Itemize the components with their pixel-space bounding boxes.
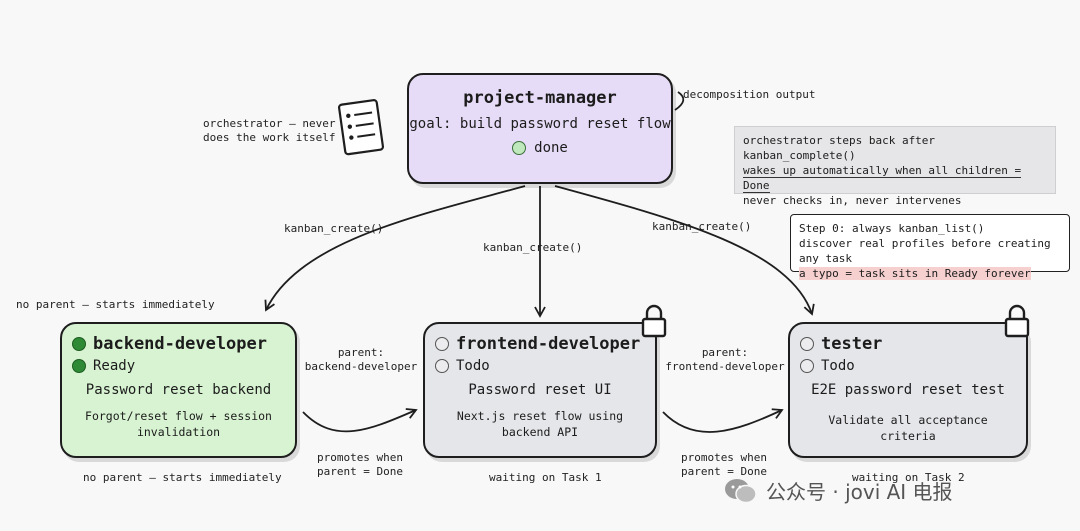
frontend-parent-label: parent: backend-developer <box>304 346 418 373</box>
todo-indicator-icon <box>800 337 814 351</box>
watermark: 公众号 · jovi AI 电报 <box>724 476 953 505</box>
todo-indicator-icon <box>435 337 449 351</box>
backend-top-note: no parent — starts immediately <box>16 298 215 311</box>
project-manager-card: project-manager goal: build password res… <box>407 73 673 184</box>
watermark-text: 公众号 · jovi AI 电报 <box>766 480 953 504</box>
orchestrator-note: orchestrator steps back after kanban_com… <box>734 126 1056 207</box>
backend-status: Ready <box>93 358 136 374</box>
status-done-icon <box>512 141 527 155</box>
tester-waiting-label: waiting on Task 2 <box>852 471 965 484</box>
lock-icon <box>1004 304 1030 338</box>
arrow-pm-to-backend <box>264 185 526 312</box>
lock-icon <box>641 304 667 338</box>
wechat-icon <box>725 478 757 503</box>
frontend-promote-label: promotes when parent = Done <box>316 451 404 478</box>
frontend-task: Password reset UI <box>468 382 612 398</box>
ready-indicator-icon <box>72 337 86 351</box>
todo-status-icon <box>800 359 814 373</box>
backend-desc: Forgot/reset flow + session invalidation <box>85 409 272 439</box>
tester-desc: Validate all acceptance criteria <box>828 413 988 443</box>
todo-status-icon <box>435 359 449 373</box>
tester-title: tester <box>821 334 883 354</box>
arrow-backend-to-frontend <box>302 408 418 433</box>
step-zero-note: Step 0: always kanban_list() discover re… <box>790 214 1070 280</box>
backend-developer-card: backend-developer Ready Password reset b… <box>60 322 297 458</box>
ready-status-icon <box>72 359 86 373</box>
backend-task: Password reset backend <box>85 382 272 398</box>
tester-promote-label: promotes when parent = Done <box>680 451 768 478</box>
arrow-pm-to-tester <box>554 185 815 316</box>
kanban-create-left-label: kanban_create() <box>284 222 384 235</box>
backend-bottom-note: no parent — starts immediately <box>83 471 282 484</box>
arrow-pm-output <box>674 91 685 111</box>
tester-parent-label: parent: frontend-developer <box>665 346 785 373</box>
tester-task: E2E password reset test <box>811 382 1005 398</box>
arrow-frontend-to-tester <box>662 408 784 433</box>
frontend-developer-card: frontend-developer Todo Password reset U… <box>423 322 657 458</box>
pm-status: done <box>409 140 671 156</box>
pm-title: project-manager <box>463 88 617 108</box>
pm-goal: goal: build password reset flow <box>409 116 671 132</box>
decomposition-output-label: decomposition output <box>683 88 816 101</box>
frontend-title: frontend-developer <box>456 334 641 354</box>
frontend-desc: Next.js reset flow using backend API <box>456 409 624 439</box>
clipboard-icon <box>338 99 385 156</box>
typo-warning-highlight: a typo = task sits in Ready forever <box>799 267 1031 280</box>
backend-title: backend-developer <box>93 334 267 354</box>
tester-card: tester Todo E2E password reset test Vali… <box>788 322 1028 458</box>
pm-side-note: orchestrator — never does the work itsel… <box>203 117 336 144</box>
frontend-waiting-label: waiting on Task 1 <box>489 471 602 484</box>
frontend-status: Todo <box>456 358 490 374</box>
tester-status: Todo <box>821 358 855 374</box>
kanban-create-right-label: kanban_create() <box>652 220 752 233</box>
kanban-create-center-label: kanban_create() <box>483 241 583 254</box>
